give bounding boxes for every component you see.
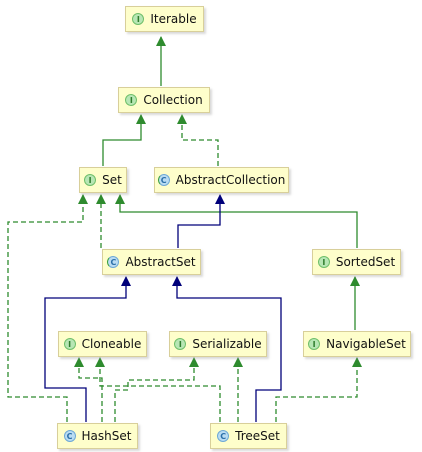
edge-hashset-cloneable	[74, 357, 103, 422]
node-set[interactable]: I Set	[79, 167, 127, 193]
edge-hashset-abstractset	[44, 276, 131, 422]
interface-icon: I	[308, 338, 321, 350]
edge-abstractset-abstractcollection	[177, 194, 225, 248]
node-label: Serializable	[192, 337, 262, 351]
interface-icon: I	[317, 256, 330, 268]
node-label: NavigableSet	[326, 337, 406, 351]
node-abstractset[interactable]: C AbstractSet	[102, 249, 201, 275]
node-sortedset[interactable]: I SortedSet	[312, 249, 401, 275]
edge-treeset-abstractset	[172, 276, 282, 422]
node-navigableset[interactable]: I NavigableSet	[303, 331, 411, 357]
node-label: AbstractCollection	[175, 173, 286, 187]
node-treeset[interactable]: C TreeSet	[210, 423, 287, 449]
edge-treeset-cloneable	[95, 357, 221, 422]
edge-set-collection	[102, 114, 146, 166]
interface-icon: I	[125, 94, 138, 106]
node-label: HashSet	[81, 429, 132, 443]
class-icon: C	[63, 430, 76, 442]
node-label: SortedSet	[335, 255, 396, 269]
abstract-class-icon: C	[107, 256, 120, 268]
node-label: Iterable	[150, 12, 197, 26]
node-label: AbstractSet	[125, 255, 196, 269]
node-label: Cloneable	[81, 337, 142, 351]
node-label: Set	[102, 173, 122, 187]
edge-treeset-navigableset	[275, 357, 362, 422]
node-cloneable[interactable]: I Cloneable	[58, 331, 147, 357]
interface-icon: I	[63, 338, 76, 350]
interface-icon: I	[132, 13, 145, 25]
class-icon: C	[217, 430, 230, 442]
node-serializable[interactable]: I Serializable	[169, 331, 267, 357]
node-label: Collection	[143, 93, 203, 107]
node-hashset[interactable]: C HashSet	[57, 423, 138, 449]
edge-abstractcollection-collection	[177, 114, 219, 166]
edge-hashset-serializable	[114, 357, 199, 422]
node-collection[interactable]: I Collection	[118, 87, 210, 113]
interface-icon: I	[174, 338, 187, 350]
node-abstractcollection[interactable]: C AbstractCollection	[154, 167, 289, 193]
abstract-class-icon: C	[157, 174, 170, 186]
edge-hashset-set	[7, 194, 88, 422]
interface-icon: I	[84, 174, 97, 186]
node-iterable[interactable]: I Iterable	[125, 6, 204, 32]
node-label: TreeSet	[235, 429, 280, 443]
edge-sortedset-set	[115, 194, 358, 248]
